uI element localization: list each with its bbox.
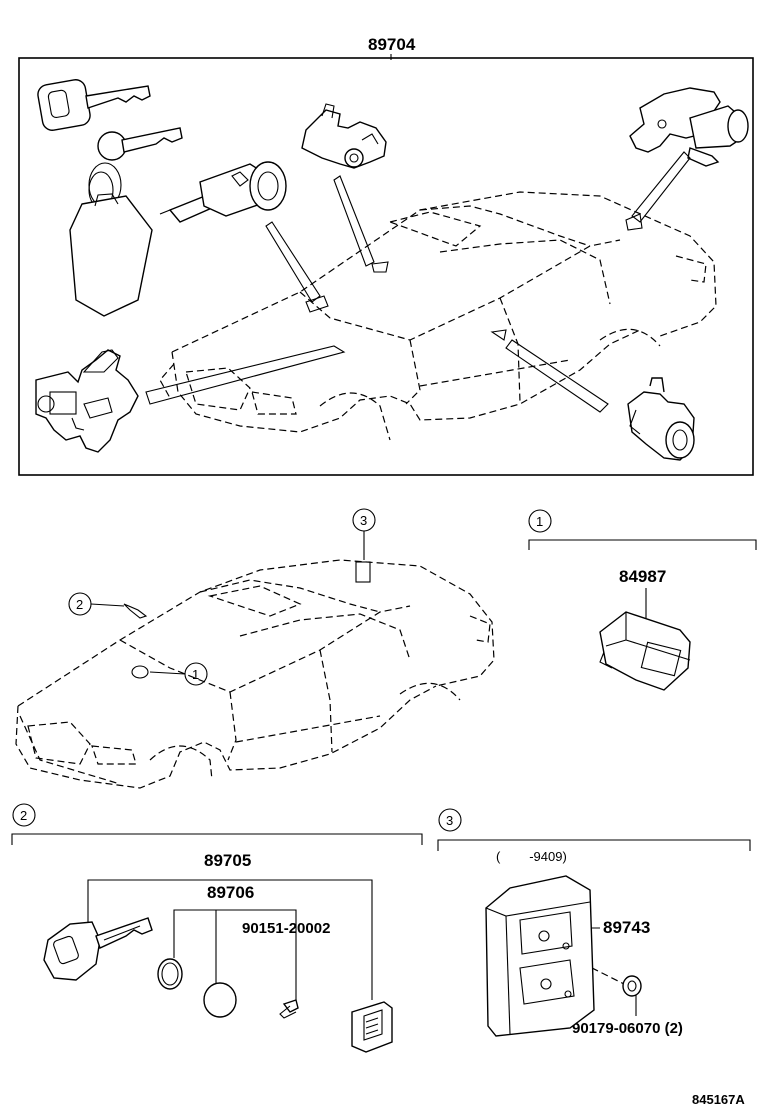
screw-icon (279, 999, 299, 1019)
section2-marker: 2 (20, 808, 27, 823)
transponder-chip-icon (203, 982, 237, 1018)
transponder-ring-icon (157, 958, 183, 990)
ignition-cylinder-icon (159, 161, 287, 223)
callout-label-1: 1 (192, 667, 199, 682)
callout-leader-2 (90, 603, 125, 607)
key-location-mark (123, 603, 148, 619)
part-number-90151: 90151-20002 (242, 920, 330, 937)
pointer-arrows-top (145, 151, 691, 413)
leader-89705 (87, 879, 373, 1000)
callout-label-3: 3 (360, 513, 367, 528)
switch-location-mark (131, 665, 149, 679)
nut-icon (622, 975, 642, 997)
callout-leader-1 (149, 671, 186, 675)
key-set-icon (37, 79, 183, 317)
key-transponder-module-icon (351, 1001, 393, 1053)
car-outline-middle (15, 559, 495, 789)
ecu-location-mark (355, 561, 371, 583)
section2-bracket (11, 833, 423, 845)
trunk-lock-icon (629, 87, 749, 167)
part-number-90179: 90179-06070 (2) (572, 1020, 683, 1037)
part-number-89705: 89705 (204, 851, 251, 870)
part-number-89743: 89743 (603, 918, 650, 937)
glovebox-lock-icon (301, 103, 387, 169)
section1-marker-circle (528, 509, 552, 533)
section3-marker-circle (438, 808, 462, 832)
section3-marker: 3 (446, 813, 453, 828)
callout-label-2: 2 (76, 597, 83, 612)
leader-89706 (173, 909, 297, 1000)
top-box-frame (18, 57, 754, 476)
master-key-icon (43, 917, 153, 981)
part-number-84987: 84987 (619, 567, 666, 586)
hood-lock-icon (35, 349, 139, 453)
section2-marker-circle (12, 803, 36, 827)
section1-marker: 1 (536, 514, 543, 529)
section3-bracket (437, 839, 751, 851)
section1-bracket (528, 539, 757, 550)
part-number-89706: 89706 (207, 883, 254, 902)
date-range-label: ( -9409) (496, 849, 567, 864)
part-number-89704: 89704 (368, 35, 416, 54)
figure-id: 845167A (692, 1092, 745, 1107)
switch-84987-icon (599, 611, 691, 691)
ecu-89743-icon (485, 875, 595, 1037)
door-lock-cylinder-icon (627, 377, 695, 461)
